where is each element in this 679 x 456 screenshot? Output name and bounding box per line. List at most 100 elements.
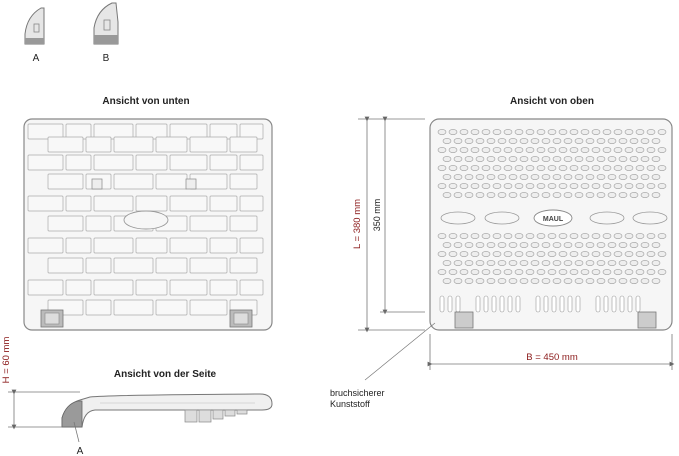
- brick-cell: [169, 123, 208, 140]
- vent-hole: [613, 233, 623, 239]
- slot: [551, 295, 557, 313]
- brick-cell: [47, 257, 84, 274]
- vent-hole: [646, 251, 656, 257]
- vent-hole: [618, 156, 628, 162]
- vent-hole: [635, 129, 645, 135]
- vent-hole: [486, 156, 496, 162]
- brick-cell: [135, 154, 168, 171]
- brick-cell: [229, 257, 258, 274]
- brick-cell: [93, 123, 134, 140]
- vent-hole: [459, 129, 469, 135]
- slot: [499, 295, 505, 313]
- vent-hole: [657, 269, 667, 275]
- vent-hole: [558, 183, 568, 189]
- vent-hole: [481, 251, 491, 257]
- vent-hole: [536, 251, 546, 257]
- vent-hole: [635, 147, 645, 153]
- vent-hole: [651, 192, 661, 198]
- vent-hole: [475, 278, 485, 284]
- vent-hole: [563, 260, 573, 266]
- vent-hole: [596, 138, 606, 144]
- vent-hole: [541, 260, 551, 266]
- vent-hole: [646, 165, 656, 171]
- brick-cell: [27, 195, 64, 212]
- vent-hole: [492, 251, 502, 257]
- variant-a-label: A: [33, 53, 40, 64]
- vent-hole: [596, 156, 606, 162]
- vent-hole: [574, 138, 584, 144]
- slot: [515, 295, 521, 313]
- vent-hole: [448, 147, 458, 153]
- vent-hole: [442, 138, 452, 144]
- vent-hole: [503, 165, 513, 171]
- vent-hole: [459, 233, 469, 239]
- vent-hole: [580, 165, 590, 171]
- brick-detail: [185, 178, 197, 190]
- vent-hole: [558, 165, 568, 171]
- vent-hole: [481, 269, 491, 275]
- vent-hole: [563, 278, 573, 284]
- vent-hole: [464, 156, 474, 162]
- vent-hole: [536, 269, 546, 275]
- brick-cell: [27, 154, 64, 171]
- brick-cell: [113, 299, 154, 316]
- vent-hole: [624, 183, 634, 189]
- brick-cell: [155, 299, 188, 316]
- brick-cell: [229, 215, 258, 232]
- vent-hole: [585, 138, 595, 144]
- vent-hole: [464, 174, 474, 180]
- brick-cell: [47, 215, 84, 232]
- vent-hole: [547, 269, 557, 275]
- vent-hole: [442, 174, 452, 180]
- vent-hole: [519, 242, 529, 248]
- vent-hole: [651, 278, 661, 284]
- vent-hole: [657, 251, 667, 257]
- vent-hole: [635, 269, 645, 275]
- vent-hole: [657, 165, 667, 171]
- vent-hole: [629, 174, 639, 180]
- vent-hole: [453, 174, 463, 180]
- vent-hole: [464, 138, 474, 144]
- vent-hole: [481, 165, 491, 171]
- maul-logo: [533, 209, 573, 227]
- brick-cell: [209, 195, 238, 212]
- vent-hole: [596, 192, 606, 198]
- slot: [475, 295, 481, 313]
- slot: [559, 295, 565, 313]
- vent-hole: [635, 251, 645, 257]
- vent-hole: [514, 183, 524, 189]
- vent-hole: [624, 165, 634, 171]
- vent-hole: [453, 278, 463, 284]
- vent-hole: [613, 183, 623, 189]
- vent-hole: [503, 129, 513, 135]
- vent-hole: [657, 129, 667, 135]
- vent-hole: [602, 129, 612, 135]
- brick-cell: [93, 279, 134, 296]
- vent-hole: [481, 183, 491, 189]
- vent-hole: [459, 183, 469, 189]
- vent-hole: [514, 147, 524, 153]
- brick-cell: [27, 279, 64, 296]
- vent-hole: [475, 156, 485, 162]
- vent-hole: [607, 156, 617, 162]
- brick-cell: [189, 299, 228, 316]
- slot: [619, 295, 625, 313]
- vent-hole: [530, 260, 540, 266]
- brick-cell: [155, 136, 188, 153]
- brick-cell: [47, 136, 84, 153]
- vent-hole: [618, 278, 628, 284]
- brick-cell: [189, 136, 228, 153]
- vent-hole: [569, 251, 579, 257]
- vent-hole: [624, 251, 634, 257]
- vent-hole: [569, 269, 579, 275]
- vent-hole: [569, 165, 579, 171]
- vent-hole: [618, 242, 628, 248]
- vent-hole: [613, 269, 623, 275]
- vent-hole: [486, 260, 496, 266]
- vent-hole: [558, 269, 568, 275]
- vent-hole: [640, 138, 650, 144]
- vent-hole: [552, 278, 562, 284]
- vent-hole: [591, 129, 601, 135]
- vent-hole: [541, 192, 551, 198]
- slot: [535, 295, 541, 313]
